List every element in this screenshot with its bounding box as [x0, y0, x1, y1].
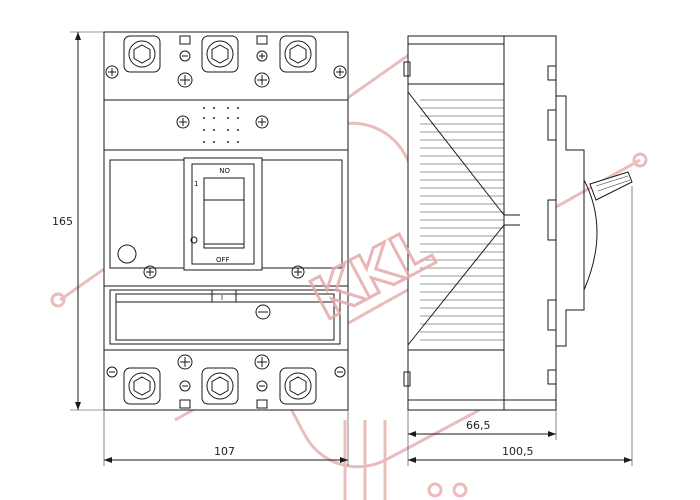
- cover-tab: [211, 289, 237, 303]
- hex-bolt-icon: [289, 376, 307, 396]
- notch: [256, 35, 268, 45]
- terminal-screw-icon: [206, 40, 234, 68]
- height-dimension-label: 165: [52, 215, 73, 228]
- phillips-screw-icon: [177, 354, 193, 370]
- handle-slot: [191, 163, 255, 265]
- terminal-lug: [123, 35, 161, 73]
- phillips-screw-icon: [334, 366, 346, 378]
- phillips-screw-icon: [177, 72, 193, 88]
- top-terminals: [105, 35, 347, 88]
- phillips-screw-icon: [254, 72, 270, 88]
- terminal-lug: [279, 35, 317, 73]
- toggle-lever[interactable]: [589, 171, 633, 201]
- phillips-screw-icon: [143, 265, 157, 279]
- width-dimension: 107: [103, 410, 349, 466]
- terminal-lug: [201, 35, 239, 73]
- hex-bolt-icon: [133, 376, 151, 396]
- side-mark-label: 1: [194, 180, 198, 188]
- notch: [256, 399, 268, 409]
- phillips-screw-icon: [256, 380, 268, 392]
- phillips-screw-icon: [106, 366, 118, 378]
- phillips-screw-icon: [105, 65, 119, 79]
- phillips-screw-icon: [254, 354, 270, 370]
- side-view: 66,5 100,5: [403, 35, 633, 466]
- terminal-screw-icon: [284, 40, 312, 68]
- handle-window: [183, 157, 263, 271]
- front-cover-profile: [556, 95, 585, 347]
- terminal-lug: [279, 367, 317, 405]
- phillips-screw-icon: [256, 50, 268, 62]
- hex-bolt-icon: [133, 44, 151, 64]
- cover-clip: [547, 299, 557, 331]
- indicator-dot-grid: [203, 107, 239, 143]
- hex-bolt-icon: [289, 44, 307, 64]
- total-depth-label: 100,5: [502, 445, 534, 458]
- terminal-screw-icon: [128, 40, 156, 68]
- body-depth-dimension: 66,5: [407, 410, 557, 466]
- cover-clip: [547, 199, 557, 241]
- cover-latch-icon[interactable]: [255, 304, 271, 320]
- mount-tab: [403, 61, 411, 77]
- terminal-screw-icon: [206, 372, 234, 400]
- notch: [179, 399, 191, 409]
- phillips-screw-icon: [333, 65, 347, 79]
- hex-bolt-icon: [211, 376, 229, 396]
- mount-tab: [403, 371, 411, 387]
- phillips-screw-icon: [255, 115, 269, 129]
- terminal-screw-icon: [284, 372, 312, 400]
- phillips-screw-icon: [176, 115, 190, 129]
- phillips-screw-icon: [179, 50, 191, 62]
- handle-pivot-icon: [190, 236, 198, 244]
- body-depth-label: 66,5: [466, 419, 491, 432]
- notch: [179, 35, 191, 45]
- lever-line: [595, 175, 629, 187]
- test-button-icon[interactable]: [117, 244, 137, 264]
- lever-line: [597, 179, 631, 192]
- terminal-lug: [123, 367, 161, 405]
- watermark-dot: [632, 152, 648, 168]
- mount-tab: [547, 65, 557, 81]
- mount-tab: [547, 369, 557, 385]
- bottom-terminals: [106, 354, 346, 409]
- handle-base-curve: [583, 179, 598, 291]
- cover-clip: [547, 109, 557, 141]
- side-housing: [407, 35, 557, 411]
- toggle-handle[interactable]: [203, 177, 245, 249]
- hex-bolt-icon: [211, 44, 229, 64]
- width-dimension-label: 107: [214, 445, 235, 458]
- cover-inner: [115, 293, 335, 341]
- terminal-screw-icon: [128, 372, 156, 400]
- cooling-ribs: [407, 83, 520, 351]
- handle-mark-label: I: [221, 294, 223, 302]
- phillips-screw-icon: [291, 265, 305, 279]
- switch-off-label: OFF: [216, 256, 230, 264]
- terminal-lug: [201, 367, 239, 405]
- watermark-dot: [452, 482, 468, 498]
- total-depth-dimension: 100,5: [408, 186, 633, 466]
- watermark-dot: [427, 482, 443, 498]
- front-view: ON OFF 1 I: [52, 31, 349, 466]
- height-dimension: 165: [52, 31, 104, 411]
- watermark-dot: [50, 292, 66, 308]
- phillips-screw-icon: [179, 380, 191, 392]
- switch-on-label: ON: [219, 166, 230, 174]
